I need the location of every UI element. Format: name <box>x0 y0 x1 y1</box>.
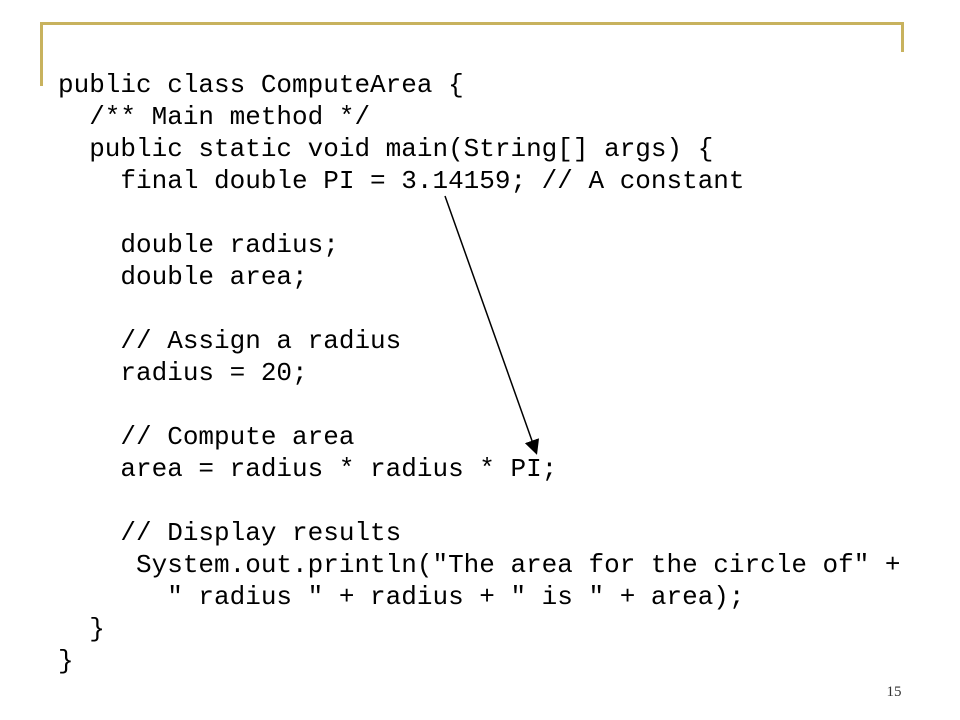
code-line: area = radius * radius * PI; <box>58 454 558 484</box>
code-line: final double PI = 3.14159; // A constant <box>58 166 745 196</box>
code-line: double radius; <box>58 230 339 260</box>
code-line: /** Main method */ <box>58 102 371 132</box>
code-line: public class ComputeArea { <box>58 70 464 100</box>
code-line: radius = 20; <box>58 358 308 388</box>
code-line: } <box>58 646 74 676</box>
code-line: // Compute area <box>58 422 355 452</box>
code-line: double area; <box>58 262 308 292</box>
code-line: // Assign a radius <box>58 326 402 356</box>
code-line: public static void main(String[] args) { <box>58 134 714 164</box>
code-line: } <box>58 614 105 644</box>
code-listing: public class ComputeArea { /** Main meth… <box>0 69 960 677</box>
slide-number: 15 <box>886 684 902 700</box>
code-line: // Display results <box>58 518 402 548</box>
code-line: " radius " + radius + " is " + area); <box>58 582 745 612</box>
frame-top-line <box>40 22 904 25</box>
frame-right-line <box>901 22 904 52</box>
code-line: System.out.println("The area for the cir… <box>58 550 901 580</box>
frame-left-line <box>40 22 43 86</box>
